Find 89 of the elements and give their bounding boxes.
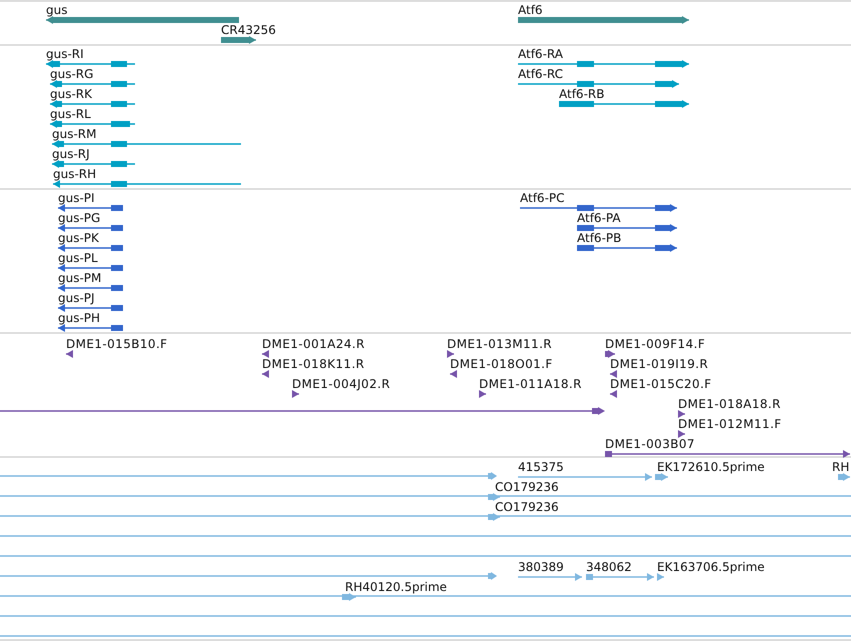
feature-label: CO179236 [495,480,559,494]
feature-track-item [518,47,689,68]
feature-label: DME1-013M11.R [447,337,552,351]
feature-track-item [678,397,781,418]
feature-track-item [58,291,123,312]
feature-track-item [488,480,559,501]
feature-label: 415375 [518,460,564,474]
feature-track-item [518,67,679,88]
feature-label: Atf6-RC [518,67,564,81]
feature-track-item [58,211,123,232]
feature-track-item [586,560,654,581]
feature-track-item [605,337,706,358]
feature-label: gus-PI [58,191,95,205]
feature-label: 348062 [586,560,632,574]
feature-label: DME1-015B10.F [66,337,168,351]
feature-track-item [50,67,135,88]
feature-label: gus-PG [58,211,100,225]
feature-label: gus [46,3,68,17]
feature-track-item [58,191,123,212]
feature-label: DME1-015C20.F [610,377,712,391]
feature-label: Atf6-RA [518,47,563,61]
feature-label: DME1-004J02.R [292,377,390,391]
feature-track-item [678,417,782,438]
feature-label: EK172610.5prime [657,460,765,474]
feature-track-item [262,357,365,378]
feature-label: CR43256 [221,23,276,37]
feature-track-item [66,337,168,358]
feature-track-item [52,147,135,168]
feature-label: 380389 [518,560,564,574]
feature-track-item [342,580,447,601]
feature-track-item [479,377,582,398]
feature-label: DME1-009F14.F [605,337,706,351]
feature-track-item [50,87,135,108]
feature-track-item [577,211,677,232]
feature-track-item [610,377,712,398]
feature-track-item [657,560,765,581]
feature-label: Atf6-PA [577,211,621,225]
feature-label: DME1-003B07 [605,437,695,451]
feature-track-item [577,231,677,252]
feature-label: DME1-018O01.F [450,357,553,371]
feature-track-item [488,500,559,521]
feature-track-item [58,271,123,292]
feature-label: DME1-001A24.R [262,337,365,351]
feature-label: gus-PM [58,271,102,285]
feature-track-item [450,357,553,378]
feature-label: CO179236 [495,500,559,514]
feature-track-item [655,460,765,481]
feature-label: DME1-019I19.R [610,357,708,371]
feature-track-item [58,311,123,332]
feature-label: gus-RJ [52,147,90,161]
feature-track-item [58,231,123,252]
feature-track-item [221,23,276,44]
feature-track-item [520,191,677,212]
feature-label: gus-PH [58,311,100,325]
feature-label: DME1-012M11.F [678,417,782,431]
feature-track-item [262,337,365,358]
feature-track-item [53,167,241,188]
feature-track-item [46,47,135,68]
feature-label: gus-RG [50,67,94,81]
feature-track-item [58,251,123,272]
feature-label: RH40120.5prime [345,580,447,594]
feature-track-item [610,357,708,378]
feature-label: gus-RL [50,107,91,121]
feature-label: DME1-011A18.R [479,377,582,391]
feature-track-item [518,560,582,581]
feature-track-item [50,107,135,128]
feature-label: RH [832,460,850,474]
feature-track-item [52,127,241,148]
feature-label: Atf6-RB [559,87,604,101]
feature-label: gus-RI [46,47,84,61]
feature-track-item [605,437,850,458]
feature-label: gus-RH [53,167,96,181]
feature-label: Atf6 [518,3,543,17]
feature-track-item [559,87,689,108]
feature-track-item [832,460,850,481]
feature-label: DME1-018K11.R [262,357,365,371]
feature-track-item [518,460,652,481]
feature-label: Atf6-PC [520,191,565,205]
feature-label: Atf6-PB [577,231,622,245]
feature-label: gus-PL [58,251,98,265]
feature-label: EK163706.5prime [657,560,765,574]
feature-label: gus-PJ [58,291,95,305]
feature-label: DME1-018A18.R [678,397,781,411]
feature-track-item [518,3,689,24]
feature-label: gus-RK [50,87,92,101]
feature-label: gus-PK [58,231,99,245]
feature-track-item [447,337,552,358]
feature-label: gus-RM [52,127,96,141]
feature-track-item [292,377,390,398]
